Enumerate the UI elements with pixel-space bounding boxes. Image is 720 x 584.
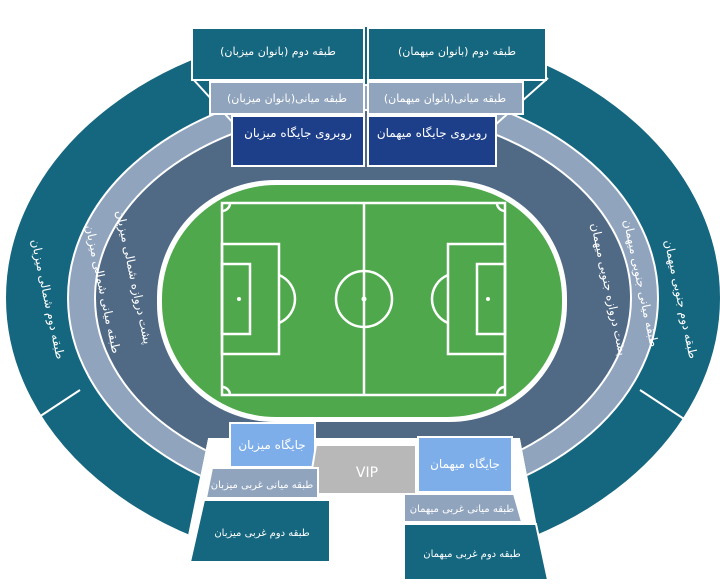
section-bottom-outer-home[interactable] xyxy=(188,499,331,563)
section-top-front-away[interactable] xyxy=(367,115,497,167)
section-bottom-middle-home[interactable] xyxy=(204,467,319,499)
section-stand-away[interactable] xyxy=(417,436,513,493)
label-bottom-outer-away: طبقه دوم غربی میهمان xyxy=(423,549,520,560)
label-top-outer-home: طبقه دوم (بانوان میزبان) xyxy=(220,45,336,58)
section-top-middle-home[interactable] xyxy=(209,81,365,115)
football-pitch xyxy=(157,180,567,422)
top-stand xyxy=(191,27,547,167)
label-bottom-middle-home: طبقه میانی غربی میزبان xyxy=(211,480,313,491)
label-top-middle-home: طبقه میانی(بانوان میزبان) xyxy=(227,92,347,105)
section-top-outer-home[interactable] xyxy=(191,27,365,81)
label-vip: VIP xyxy=(356,465,378,481)
bottom-stand xyxy=(188,422,550,581)
label-top-front-home: روبروی جایگاه میزبان xyxy=(244,126,352,141)
label-stand-away: جایگاه میهمان xyxy=(430,457,500,471)
label-top-outer-away: طبقه دوم (بانوان میهمان) xyxy=(398,45,516,58)
section-top-middle-away[interactable] xyxy=(367,81,524,115)
section-top-front-home[interactable] xyxy=(231,115,365,167)
label-bottom-middle-away: طبقه میانی غربی میهمان xyxy=(410,504,515,515)
section-top-outer-away[interactable] xyxy=(367,27,547,81)
label-top-front-away: روبروی جایگاه میهمان xyxy=(377,126,488,141)
label-top-middle-away: طبقه میانی(بانوان میهمان) xyxy=(384,92,507,105)
section-bottom-middle-away[interactable] xyxy=(403,493,524,523)
section-bottom-outer-away[interactable] xyxy=(403,523,550,581)
label-stand-home: جایگاه میزبان xyxy=(238,438,305,453)
label-bottom-outer-home: طبقه دوم غربی میزبان xyxy=(214,528,309,539)
